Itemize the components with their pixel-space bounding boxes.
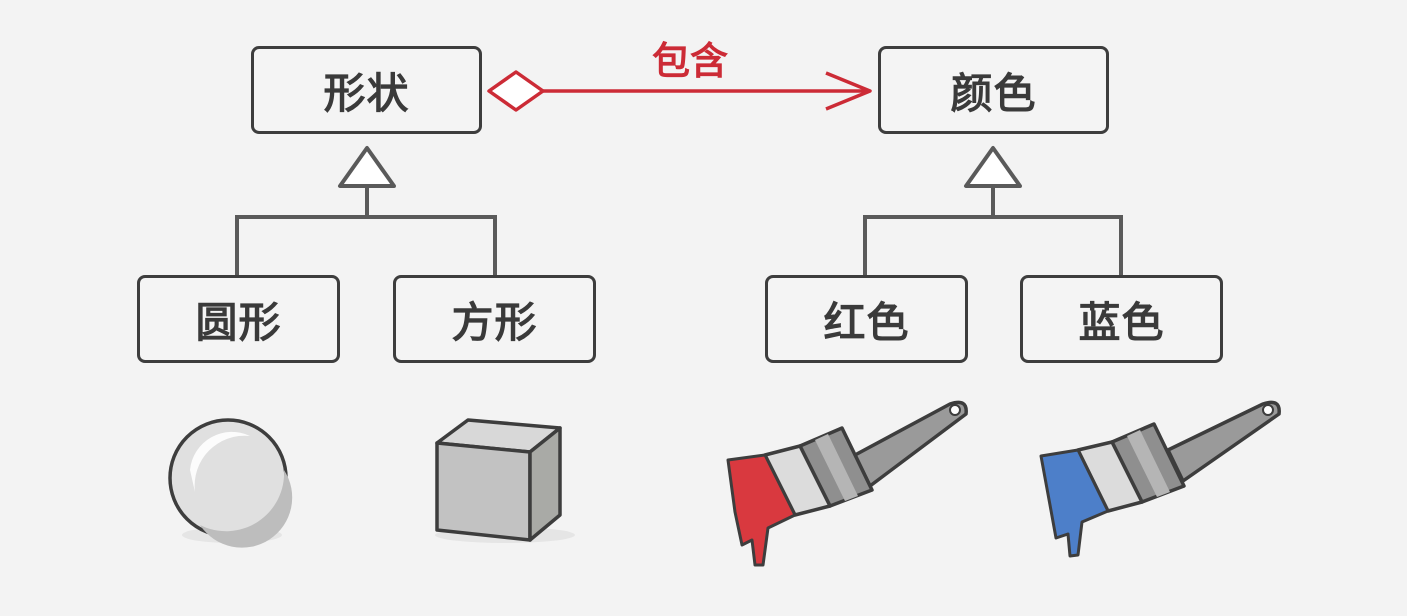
node-red: 红色 xyxy=(765,275,968,363)
shape-inheritance-arrowhead xyxy=(338,146,396,188)
node-blue: 蓝色 xyxy=(1020,275,1223,363)
node-square: 方形 xyxy=(393,275,596,363)
sphere-icon xyxy=(168,418,293,548)
aggregation-diamond xyxy=(487,70,545,112)
node-color: 颜色 xyxy=(878,46,1109,134)
color-inheritance xyxy=(863,186,1123,276)
shape-inheritance xyxy=(235,186,497,276)
node-shape: 形状 xyxy=(251,46,482,134)
color-inheritance-arrowhead xyxy=(964,146,1022,188)
red-paintbrush-icon xyxy=(726,400,968,567)
relation-label: 包含 xyxy=(651,39,728,83)
blue-paintbrush-icon xyxy=(1039,400,1281,558)
aggregation-arrowhead xyxy=(825,71,872,111)
cube-icon xyxy=(435,418,575,543)
node-circle: 圆形 xyxy=(137,275,340,363)
